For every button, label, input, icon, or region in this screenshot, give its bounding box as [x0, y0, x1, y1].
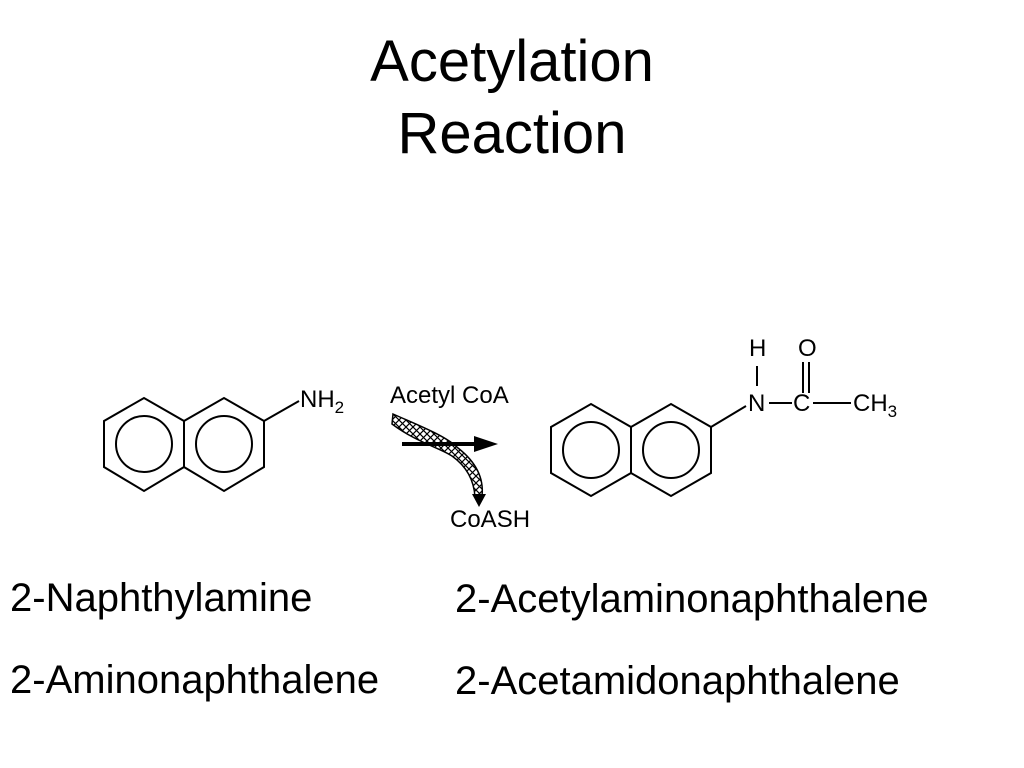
slide-title: Acetylation Reaction [0, 26, 1024, 170]
product-structure [550, 362, 851, 498]
reactant-c-n-bond [263, 400, 300, 422]
curved-arrow-head [472, 494, 486, 507]
product-ch-text: CH [853, 390, 888, 417]
curved-reagent-arrow [391, 412, 484, 498]
reagent-acetyl-coa-label: Acetyl CoA [390, 382, 509, 409]
reactant-amine-label: NH2 [300, 386, 344, 417]
reaction-arrow-group [391, 412, 498, 507]
reactant-ring-right [183, 396, 265, 493]
byproduct-coash-label: CoASH [450, 506, 530, 533]
reactant-nh-subscript: 2 [335, 398, 344, 417]
product-c-atom: C [793, 390, 810, 417]
product-ch3-subscript: 3 [888, 402, 897, 421]
reactant-name-1: 2-Naphthylamine [10, 576, 313, 620]
reactant-name-2: 2-Aminonaphthalene [10, 658, 380, 702]
product-methyl-label: CH3 [853, 390, 897, 421]
reactant-aromatic-circle-right [195, 415, 253, 473]
product-n-atom: N [748, 390, 765, 417]
title-line-1: Acetylation [370, 29, 654, 94]
reactant-nh-text: NH [300, 386, 335, 413]
product-aromatic-circle-left [562, 421, 620, 479]
product-ring-right [630, 402, 712, 498]
product-h-atom: H [749, 335, 766, 362]
product-name-2: 2-Acetamidonaphthalene [455, 659, 900, 703]
product-name-1: 2-Acetylaminonaphthalene [455, 577, 929, 621]
product-c-n-bond [710, 405, 747, 428]
product-aromatic-circle-right [642, 421, 700, 479]
reactant-aromatic-circle-left [115, 415, 173, 473]
product-o-atom: O [798, 335, 817, 362]
title-line-2: Reaction [397, 101, 627, 166]
main-reaction-arrow-head [474, 436, 498, 452]
reactant-structure [103, 396, 300, 493]
